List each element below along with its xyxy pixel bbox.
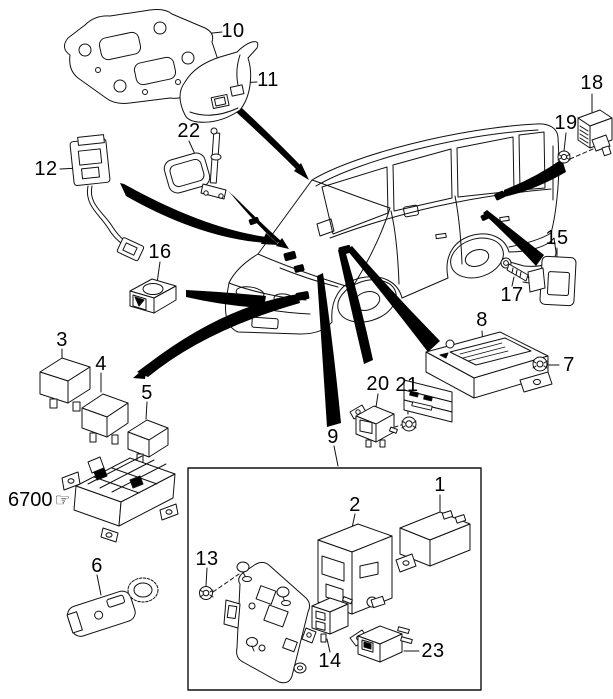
callout-label-14: 14	[318, 650, 342, 672]
part-19-nut	[558, 151, 570, 163]
fuse-box	[62, 456, 178, 542]
callout-label-18: 18	[580, 72, 604, 94]
part-16-relay-box	[130, 279, 176, 313]
part-8-control-module	[404, 332, 552, 422]
callout-label-21: 21	[395, 374, 419, 396]
part-6-key	[65, 578, 158, 639]
part-10-roof-bracket	[64, 10, 218, 104]
part-21-nut	[402, 417, 416, 431]
callout-label-11: 11	[257, 69, 279, 91]
callout-label-12: 12	[34, 158, 58, 180]
part-20-relay	[350, 405, 397, 447]
detail-box-9	[188, 468, 481, 690]
callout-label-22: 22	[177, 120, 201, 142]
callout-label-23: 23	[421, 640, 445, 662]
fusebox-code: 6700	[8, 489, 53, 511]
callout-label-13: 13	[195, 548, 219, 570]
part-7-nut	[533, 357, 547, 371]
pointing-hand-icon: ☞	[54, 490, 71, 510]
part-11-cover	[180, 42, 258, 123]
bracket-plate	[224, 562, 310, 683]
part-17-bolt	[501, 258, 528, 281]
part-23-relay	[350, 626, 412, 662]
van-illustration	[226, 124, 560, 334]
part-2-module	[318, 524, 392, 614]
callout-label-7: 7	[563, 354, 575, 376]
part-12-switch	[70, 135, 144, 262]
callout-label-17: 17	[500, 284, 524, 306]
part-13-nut	[200, 587, 214, 600]
part-3-relay	[40, 358, 90, 411]
callout-label-8: 8	[476, 309, 488, 331]
part-4-relay	[82, 394, 128, 444]
callout-label-3: 3	[56, 329, 68, 351]
callout-label-20: 20	[366, 373, 390, 395]
part-14-relay	[302, 597, 352, 643]
fusebox-reference: 6700 ☞	[8, 489, 71, 512]
callout-label-1: 1	[434, 474, 446, 496]
part-5-relay	[128, 420, 168, 463]
callout-label-10: 10	[221, 20, 245, 42]
callout-label-6: 6	[91, 555, 103, 577]
part-15-module	[523, 256, 576, 306]
callout-label-2: 2	[349, 494, 361, 516]
callout-label-5: 5	[141, 382, 153, 404]
callout-label-9: 9	[327, 426, 339, 448]
part-1-module	[396, 511, 470, 572]
callout-label-16: 16	[148, 241, 172, 263]
part-22-receiver	[162, 128, 226, 199]
callout-label-15: 15	[545, 227, 569, 249]
callout-arrows	[120, 99, 566, 427]
callout-label-19: 19	[554, 112, 578, 134]
install-location-markers	[248, 190, 506, 301]
callout-label-4: 4	[95, 353, 107, 375]
part-18-relay-module	[578, 110, 612, 156]
